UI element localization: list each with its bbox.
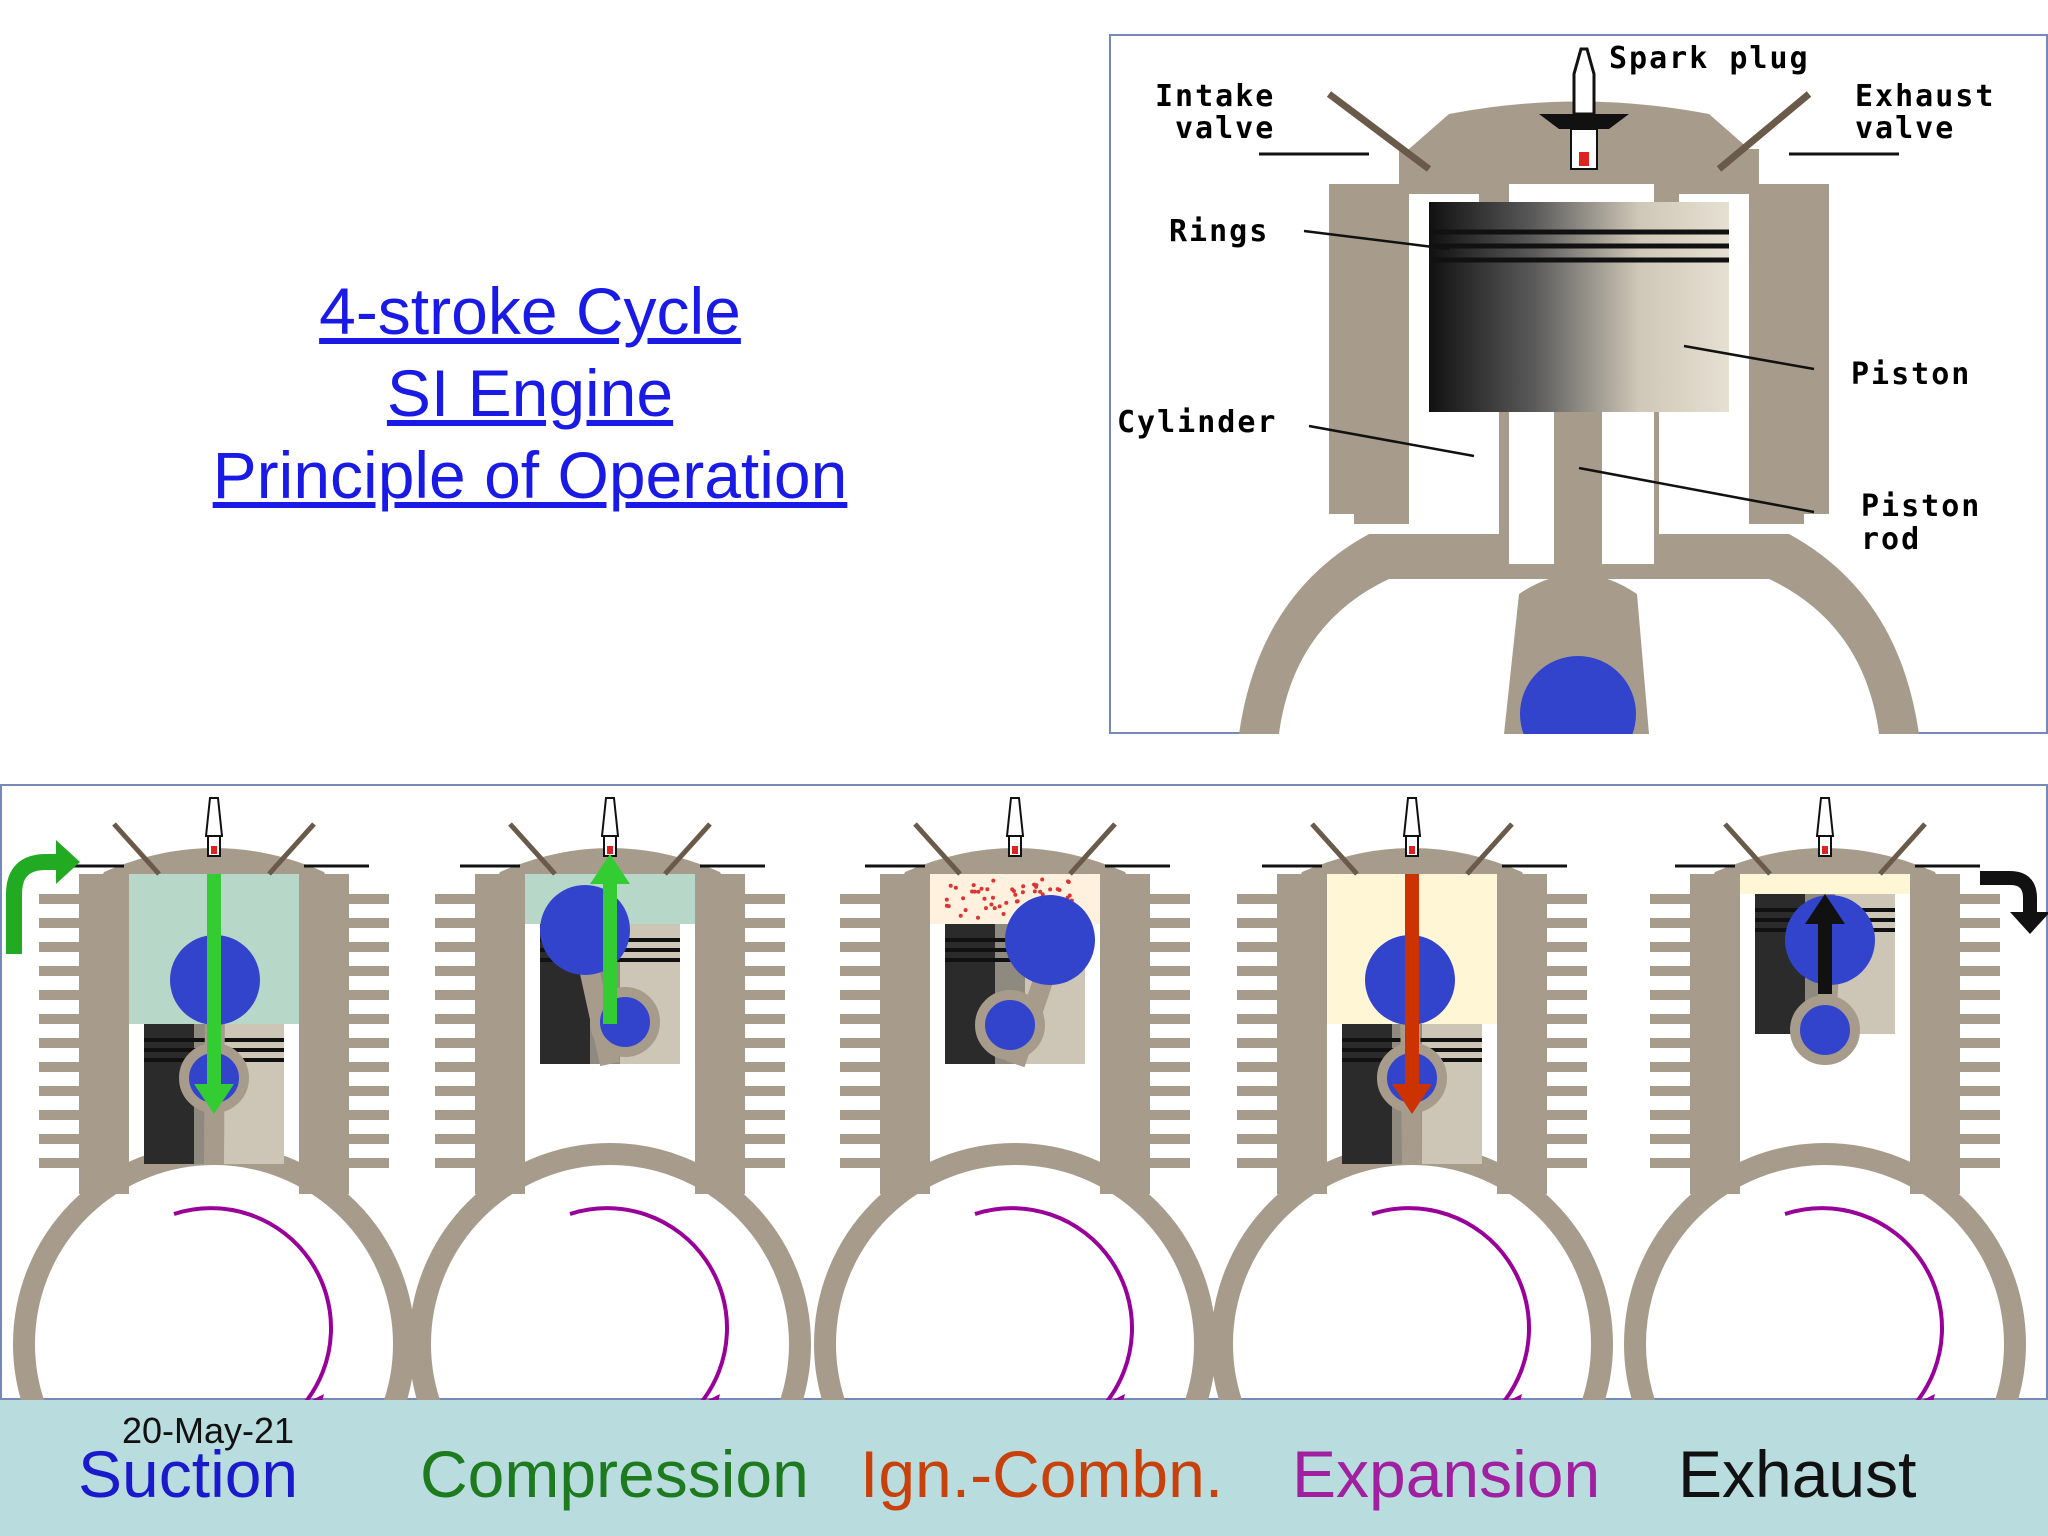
spark-plug [602,798,618,836]
label-piston: Piston [1851,357,1971,392]
label-exhaust-valve-line2: valve [1855,111,1955,146]
label-spark-plug: Spark plug [1609,41,1810,76]
label-intake-valve-line2: valve [1175,111,1275,146]
slide-title[interactable]: 4-stroke Cycle SI Engine Principle of Op… [130,270,930,516]
stroke-label-ignition-combustion: Ign.-Combn. [860,1436,1223,1512]
stroke-legend-bar: Suction Compression Ign.-Combn. Expansio… [0,1400,2048,1536]
stroke-label-expansion: Expansion [1292,1436,1600,1512]
label-rings: Rings [1169,214,1269,249]
spark-plug [1007,798,1023,836]
stroke-label-compression: Compression [420,1436,809,1512]
stroke-label-exhaust: Exhaust [1678,1436,1916,1512]
label-piston-rod-line2: rod [1861,522,1921,557]
title-line-3[interactable]: Principle of Operation [130,434,930,516]
label-cylinder: Cylinder [1117,405,1278,440]
spark-plug [1817,798,1833,836]
labelled-engine-diagram: Spark plug Intake valve Exhaust valve Ri… [1109,34,2048,734]
spark-plug [1404,798,1420,836]
crank-disc [1005,895,1095,985]
stroke-sequence-illustration [0,784,2048,1400]
crank-pin [1795,1000,1855,1060]
spark-plug [206,798,222,836]
title-line-1[interactable]: 4-stroke Cycle [130,270,930,352]
cylinder-gas [1740,874,1910,894]
title-line-2[interactable]: SI Engine [130,352,930,434]
slide-date: 20-May-21 [122,1410,294,1452]
label-piston-rod-line1: Piston [1861,489,1981,524]
label-intake-valve-line1: Intake [1155,79,1275,114]
crank-pin [980,995,1040,1055]
label-exhaust-valve-line1: Exhaust [1855,79,1995,114]
